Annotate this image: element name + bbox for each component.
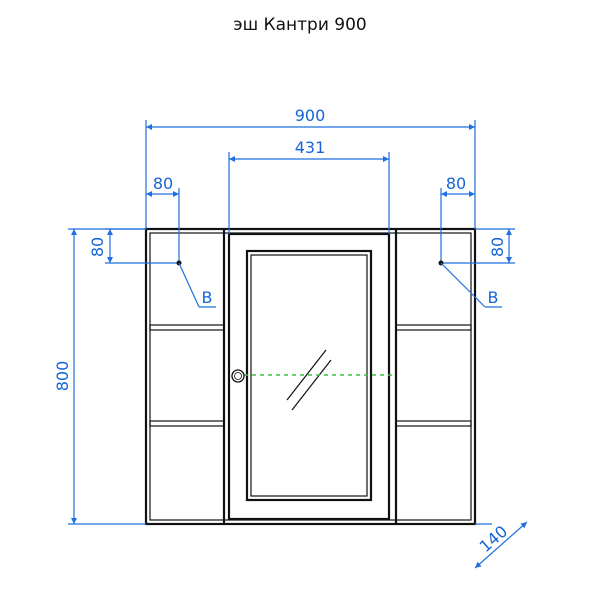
- mirror-reflection-line: [291, 359, 332, 411]
- right-shelves: [395, 324, 472, 427]
- depth-label: 140: [476, 522, 512, 556]
- leader-line: [178, 262, 200, 308]
- overall-width-label: 900: [295, 106, 326, 125]
- right-shelf-upper: [395, 324, 472, 331]
- right-shelf-lower: [395, 420, 472, 427]
- mount-point-left: B: [176, 260, 216, 308]
- mount-label-right: B: [488, 288, 499, 307]
- dimension-right-vertical-offset: 80: [441, 228, 515, 264]
- door-frame: [227, 232, 391, 521]
- dimension-left-offset: 80: [146, 174, 180, 263]
- drawing-title: эш Кантри 900: [233, 15, 367, 35]
- left-vertical-offset-label: 80: [88, 237, 107, 257]
- cabinet-body: [144, 227, 477, 526]
- left-shelf-upper: [149, 324, 225, 331]
- mirror-door: [227, 232, 392, 521]
- dimension-line: [474, 521, 528, 569]
- overall-height-label: 800: [53, 361, 72, 392]
- cabinet-outer-frame: [144, 227, 477, 526]
- dimension-overall-height: 800: [53, 228, 146, 525]
- left-offset-label: 80: [153, 174, 173, 193]
- right-vertical-offset-label: 80: [488, 237, 507, 257]
- dimension-left-vertical-offset: 80: [88, 228, 179, 264]
- mount-point-right: B: [438, 260, 502, 308]
- cabinet-inner-frame: [149, 232, 472, 521]
- door-knob-inner: [234, 372, 242, 380]
- door-width-label: 431: [295, 138, 326, 157]
- dimension-overall-width: 900: [145, 106, 476, 229]
- mirror-reflection-line: [286, 349, 327, 401]
- door-knob-icon: [231, 369, 245, 383]
- leader-line: [440, 262, 486, 308]
- left-shelves: [149, 324, 225, 427]
- dimension-right-offset: 80: [440, 174, 475, 263]
- mount-label-left: B: [202, 288, 213, 307]
- dimension-depth: 140: [474, 521, 528, 569]
- left-shelf-lower: [149, 420, 225, 427]
- dimension-door-width: 431: [228, 138, 390, 234]
- right-offset-label: 80: [446, 174, 466, 193]
